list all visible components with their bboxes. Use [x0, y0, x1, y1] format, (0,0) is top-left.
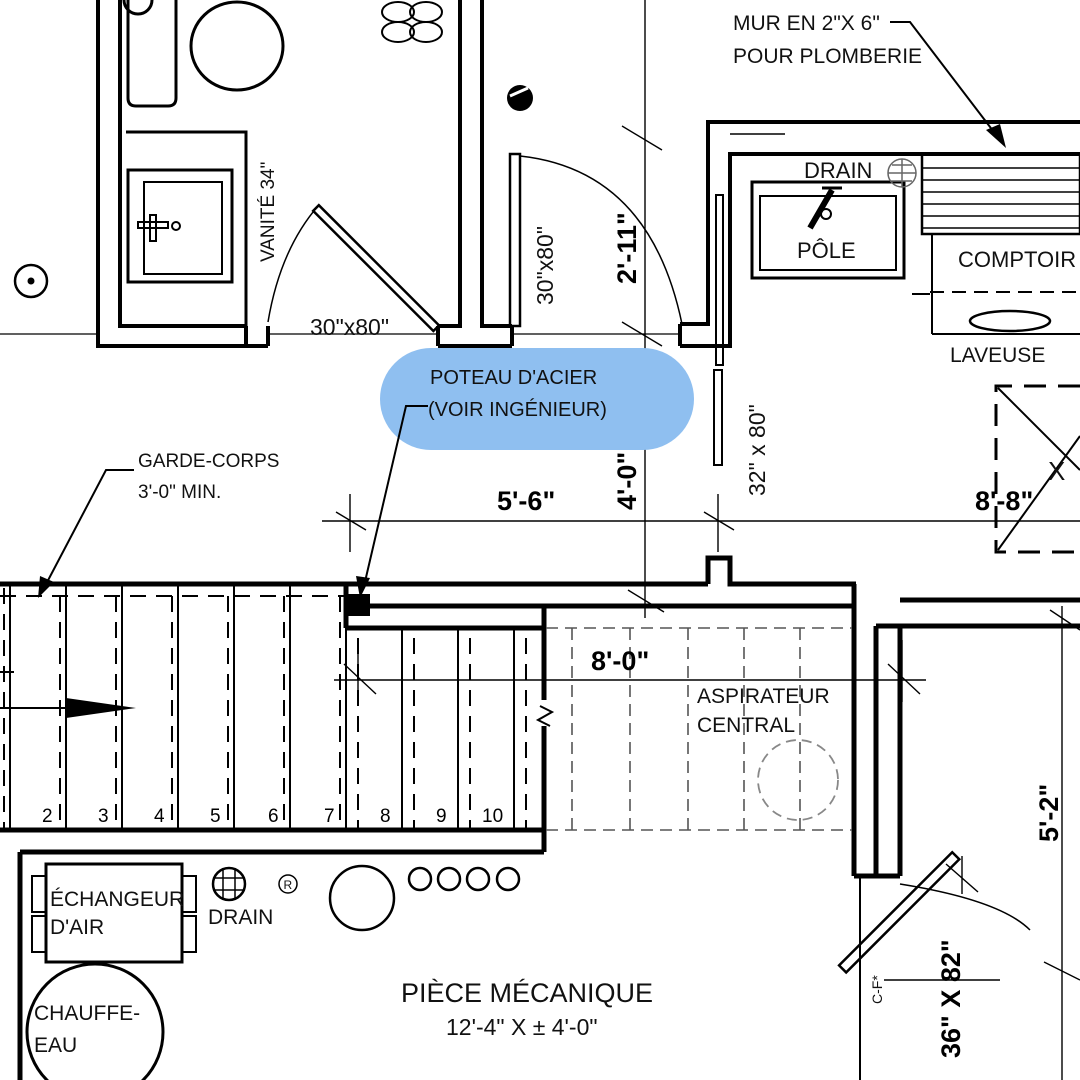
air-exchanger-label-2: D'AIR: [50, 916, 104, 939]
steel-post-label-1: POTEAU D'ACIER: [430, 367, 597, 389]
vertical-dimension-line: [621, 0, 665, 618]
central-vacuum-symbol: [757, 739, 839, 821]
water-heater-label-2: EAU: [34, 1034, 77, 1057]
stair-step-numbers: 2 3 4 5 6 7 8 9 10: [42, 806, 503, 827]
air-exchanger: [44, 862, 184, 964]
horizontal-dimension-line: [322, 494, 1080, 552]
water-heater-label-1: CHAUFFE-: [34, 1002, 140, 1025]
mech-drain-label: DRAIN: [208, 906, 273, 929]
dim-4-0: 4'-0": [612, 452, 642, 510]
air-exchanger-label-1: ÉCHANGEUR: [50, 888, 184, 911]
bathroom-door: [267, 203, 441, 333]
step-number: 6: [268, 806, 279, 827]
dim-5-6: 5'-6": [497, 486, 555, 516]
equipment-circle-large: [328, 864, 396, 932]
step-number: 4: [154, 806, 165, 827]
steel-post: [348, 594, 370, 616]
step-number: 3: [98, 806, 109, 827]
step-number: 8: [380, 806, 391, 827]
registered-mark-circle: [278, 874, 298, 894]
dimension-5-2-line: [1043, 606, 1080, 1080]
mechanical-room-title: PIÈCE MÉCANIQUE: [401, 978, 653, 1008]
bathroom-walls: [96, 0, 514, 348]
main-walls: [0, 555, 1080, 1080]
dashed-storage-zone: [546, 627, 852, 831]
guardrail-label-1: GARDE-CORPS: [138, 451, 279, 472]
bathroom-door-size: 30"x80": [310, 314, 389, 340]
mechanical-door: [837, 850, 1031, 1080]
guardrail-label-2: 3'-0" MIN.: [138, 482, 221, 503]
laundry-door-leaf: [713, 369, 723, 466]
dashed-box-cross: [997, 387, 1080, 551]
step-number: 5: [210, 806, 221, 827]
water-heater: [25, 962, 165, 1080]
mechanical-room-size: 12'-4" X ± 4'-0": [446, 1014, 598, 1040]
air-exchanger-port: [31, 875, 47, 913]
dim-5-2: 5'-2": [1034, 784, 1064, 842]
plumbing-wall-label-2: POUR PLOMBERIE: [733, 45, 922, 68]
laundry-drain-label: DRAIN: [804, 158, 872, 183]
central-vacuum-label-1: ASPIRATEUR: [697, 685, 830, 708]
closet-door-size: 30"x80": [532, 226, 558, 305]
outlet-symbol: [13, 263, 49, 299]
laundry-door-jamb: [715, 194, 724, 366]
floor-drain-dot: [507, 85, 533, 111]
dashed-appliance-box: [994, 384, 1080, 554]
air-exchanger-port: [181, 915, 197, 953]
counter: [912, 234, 1080, 335]
step-number: 2: [42, 806, 53, 827]
air-exchanger-port: [31, 915, 47, 953]
mech-door-size: 36" X 82": [936, 939, 966, 1058]
mech-door-dim-ticks: [945, 856, 979, 894]
toilet-fixture: [122, 0, 285, 108]
dim-2-11: 2'-11": [612, 212, 642, 284]
stair-direction-arrow: [0, 671, 136, 718]
drain-highlight: [509, 86, 529, 98]
equipment-small-circles: [407, 866, 521, 892]
laundry-walls: [678, 120, 1080, 348]
registered-mark: R: [284, 878, 293, 892]
mech-drain-icon: [211, 866, 247, 902]
pole-label: PÔLE: [797, 238, 856, 263]
step-number: 10: [482, 806, 503, 827]
shower-fixture: [381, 1, 443, 43]
step-number: 9: [436, 806, 447, 827]
washer-label: LAVEUSE: [950, 344, 1045, 367]
dashed-box-x-mark: X: [1048, 456, 1065, 486]
air-exchanger-port: [181, 875, 197, 913]
guardrail-leader: [38, 469, 134, 598]
step-number: 7: [324, 806, 335, 827]
steel-post-label-2: (VOIR INGÉNIEUR): [428, 398, 607, 421]
vanity-sink: [126, 130, 248, 326]
steel-post-callout: [380, 348, 694, 450]
plumbing-wall-label-1: MUR EN 2"X 6": [733, 12, 880, 35]
dim-8-0: 8'-0": [591, 646, 649, 676]
central-vacuum-label-2: CENTRAL: [697, 714, 795, 737]
plumbing-wall-hatch: [920, 152, 1080, 236]
break-line: [535, 705, 555, 727]
vanity-label: VANITÉ 34": [258, 162, 279, 262]
fire-rating-label: C-F*: [869, 975, 885, 1004]
laundry-sink: [750, 180, 906, 280]
counter-label: COMPTOIR: [958, 247, 1076, 272]
dim-8-8: 8'-8": [975, 486, 1033, 516]
laundry-door-size: 32" x 80": [744, 404, 770, 496]
stair-treads: [9, 586, 515, 830]
closet-door: [508, 152, 683, 328]
laundry-drain-icon: [887, 158, 917, 188]
dimension-8-0-line: [334, 640, 926, 702]
washer-symbol: [968, 309, 1052, 333]
plumbing-leader-arrow: [890, 21, 1006, 148]
